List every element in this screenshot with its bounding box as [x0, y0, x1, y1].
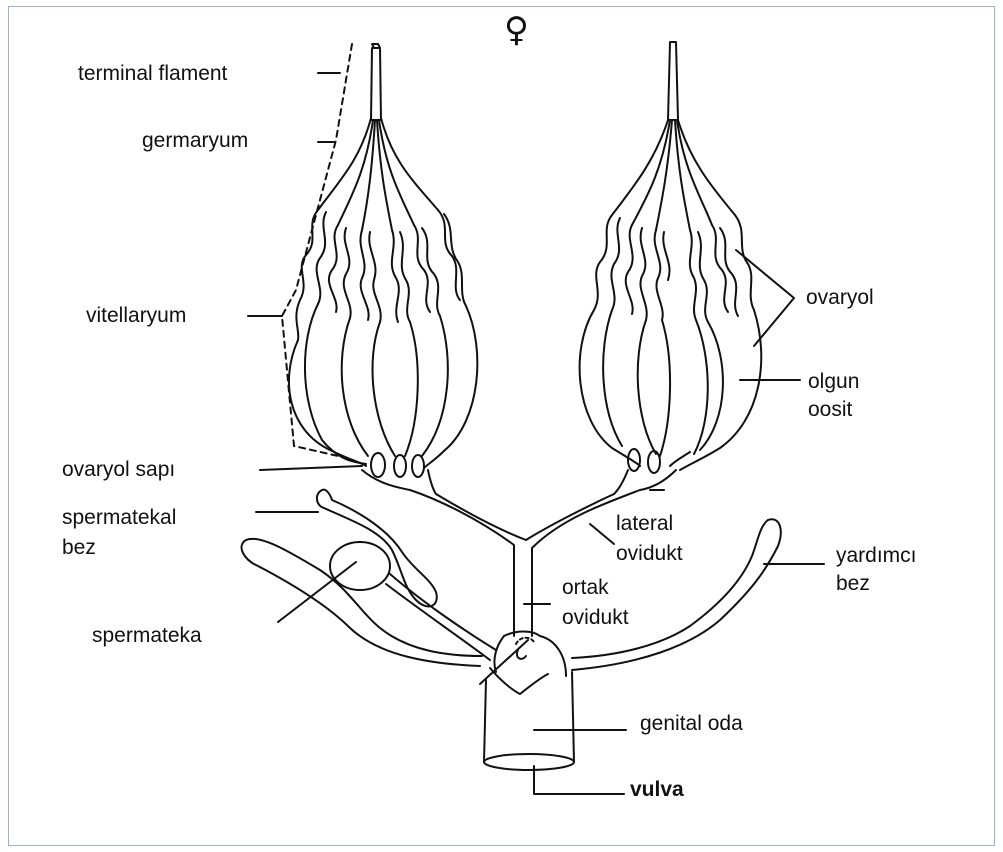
label-oosit: oosit	[808, 396, 852, 423]
spermatheca	[317, 490, 496, 660]
label-terminal-flament: terminal flament	[78, 60, 227, 87]
right-ovary	[580, 42, 762, 494]
label-yardimci: yardımcı	[836, 542, 917, 569]
label-ortak: ortak	[562, 574, 609, 601]
genital-chamber	[484, 632, 574, 771]
label-lateral: lateral	[616, 510, 673, 537]
label-yardimci-bez: bez	[836, 570, 870, 597]
label-germaryum: germaryum	[142, 127, 248, 154]
label-ovaryol-sapi: ovaryol sapı	[62, 456, 175, 483]
label-olgun: olgun	[808, 368, 859, 395]
label-vulva: vulva	[630, 776, 684, 803]
label-ortak-ovidukt: ovidukt	[562, 604, 629, 631]
label-vitellaryum: vitellaryum	[86, 302, 186, 329]
label-ovaryol: ovaryol	[806, 284, 874, 311]
label-genital-oda: genital oda	[640, 710, 743, 737]
label-lateral-ovidukt: ovidukt	[616, 540, 683, 567]
left-ovary	[289, 44, 477, 494]
label-spermatekal-bez: bez	[62, 534, 96, 561]
female-symbol: ♀	[504, 10, 529, 50]
label-spermatekal: spermatekal	[62, 504, 176, 531]
label-spermateka: spermateka	[92, 622, 202, 649]
